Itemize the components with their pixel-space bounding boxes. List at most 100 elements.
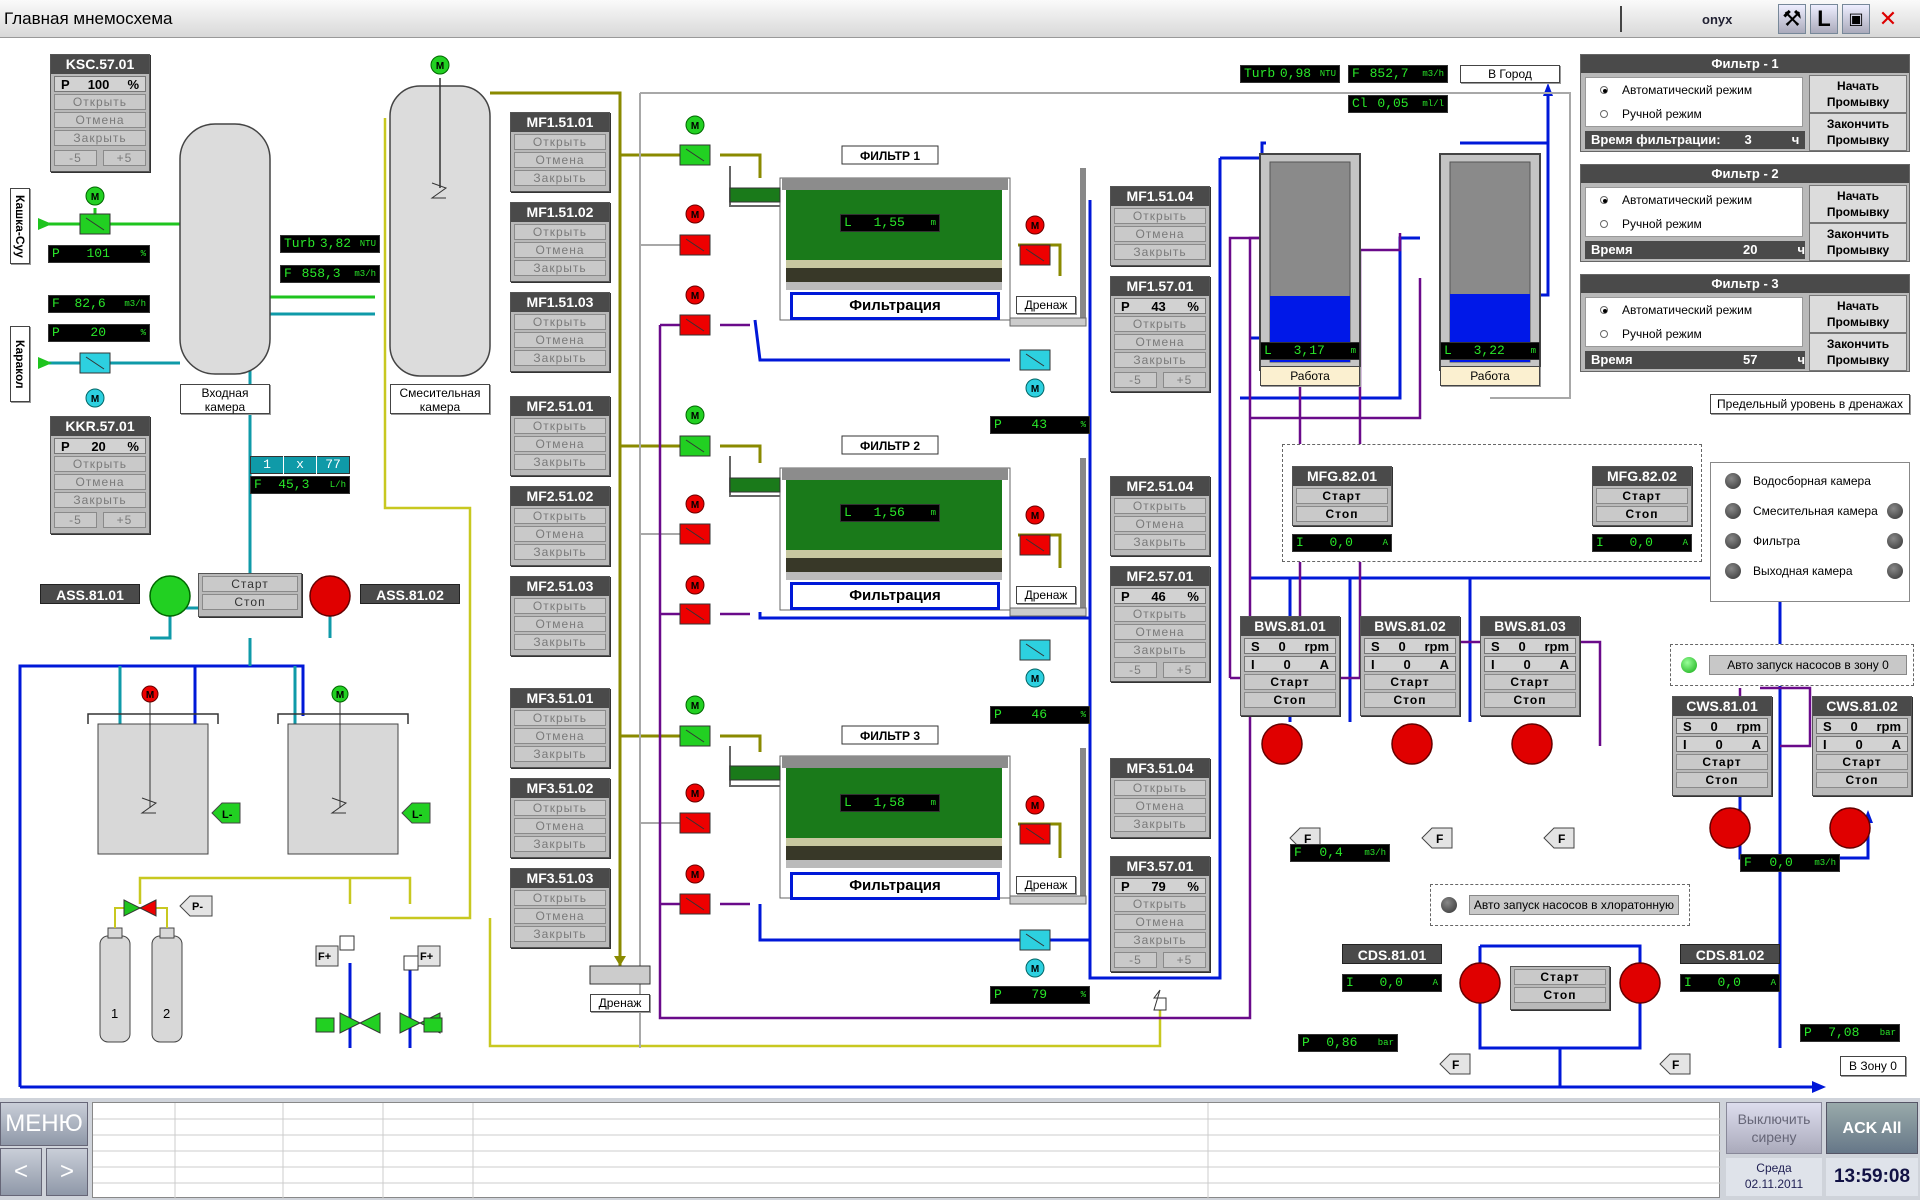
valve-minus5-button[interactable]: -5 xyxy=(1114,952,1157,968)
cds-start-button[interactable]: Старт xyxy=(1514,969,1606,985)
pump-stop-button[interactable]: Стоп xyxy=(1816,772,1908,788)
valve-close-button[interactable]: Закрыть xyxy=(1114,352,1206,368)
pump-start-button[interactable]: Старт xyxy=(1364,674,1456,690)
manual-mode-radio[interactable]: Ручной режим xyxy=(1586,102,1802,126)
valve-close-button[interactable]: Закрыть xyxy=(514,170,606,186)
pump-stop-button[interactable]: Стоп xyxy=(1484,692,1576,708)
auto-mode-radio[interactable]: Автоматический режим xyxy=(1586,188,1802,212)
valve-open-button[interactable]: Открыть xyxy=(1114,208,1206,224)
kkr-plus5-button[interactable]: +5 xyxy=(103,512,146,528)
pump-stop-button[interactable]: Стоп xyxy=(1364,692,1456,708)
valve-cancel-button[interactable]: Отмена xyxy=(1114,334,1206,350)
manual-mode-radio[interactable]: Ручной режим xyxy=(1586,322,1802,346)
menu-button[interactable]: МЕНЮ xyxy=(0,1102,88,1146)
valve-plus5-button[interactable]: +5 xyxy=(1163,952,1206,968)
valve-open-button[interactable]: Открыть xyxy=(514,224,606,240)
stop-wash-button[interactable]: Закончить Промывку xyxy=(1809,223,1907,261)
auto-mode-radio[interactable]: Автоматический режим xyxy=(1586,298,1802,322)
ksc-minus5-button[interactable]: -5 xyxy=(54,150,97,166)
pump-stop-button[interactable]: Стоп xyxy=(1676,772,1768,788)
valve-cancel-button[interactable]: Отмена xyxy=(514,728,606,744)
valve-open-button[interactable]: Открыть xyxy=(1114,316,1206,332)
valve-cancel-button[interactable]: Отмена xyxy=(514,242,606,258)
valve-cancel-button[interactable]: Отмена xyxy=(514,908,606,924)
mfg-82-01-stop-button[interactable]: Стоп xyxy=(1296,506,1388,522)
valve-open-button[interactable]: Открыть xyxy=(1114,606,1206,622)
valve-open-button[interactable]: Открыть xyxy=(1114,498,1206,514)
valve-open-button[interactable]: Открыть xyxy=(514,508,606,524)
valve-close-button[interactable]: Закрыть xyxy=(514,836,606,852)
stop-wash-button[interactable]: Закончить Промывку xyxy=(1809,333,1907,371)
valve-close-button[interactable]: Закрыть xyxy=(514,634,606,650)
auto-chlor-button[interactable]: Авто запуск насосов в хлоратонную xyxy=(1469,895,1679,915)
valve-close-button[interactable]: Закрыть xyxy=(1114,244,1206,260)
ass-stop-button[interactable]: Стоп xyxy=(202,594,298,610)
valve-close-button[interactable]: Закрыть xyxy=(514,454,606,470)
pump-start-button[interactable]: Старт xyxy=(1816,754,1908,770)
valve-cancel-button[interactable]: Отмена xyxy=(1114,798,1206,814)
start-wash-button[interactable]: Начать Промывку xyxy=(1809,185,1907,223)
valve-cancel-button[interactable]: Отмена xyxy=(1114,914,1206,930)
silence-siren-button[interactable]: Выключить сирену xyxy=(1726,1102,1822,1154)
valve-close-button[interactable]: Закрыть xyxy=(1114,816,1206,832)
ass-start-button[interactable]: Старт xyxy=(202,576,298,592)
valve-cancel-button[interactable]: Отмена xyxy=(1114,516,1206,532)
close-icon[interactable]: ✕ xyxy=(1878,6,1898,31)
auto-mode-radio[interactable]: Автоматический режим xyxy=(1586,78,1802,102)
manual-mode-radio[interactable]: Ручной режим xyxy=(1586,212,1802,236)
ksc-cancel-button[interactable]: Отмена xyxy=(54,112,146,128)
valve-plus5-button[interactable]: +5 xyxy=(1163,662,1206,678)
valve-close-button[interactable]: Закрыть xyxy=(1114,534,1206,550)
valve-close-button[interactable]: Закрыть xyxy=(514,350,606,366)
valve-open-button[interactable]: Открыть xyxy=(514,314,606,330)
valve-open-button[interactable]: Открыть xyxy=(514,134,606,150)
valve-close-button[interactable]: Закрыть xyxy=(514,260,606,276)
valve-open-button[interactable]: Открыть xyxy=(1114,780,1206,796)
pump-stop-button[interactable]: Стоп xyxy=(1244,692,1336,708)
valve-cancel-button[interactable]: Отмена xyxy=(514,616,606,632)
valve-cancel-button[interactable]: Отмена xyxy=(1114,624,1206,640)
valve-close-button[interactable]: Закрыть xyxy=(1114,642,1206,658)
valve-close-button[interactable]: Закрыть xyxy=(514,746,606,762)
next-button[interactable]: > xyxy=(46,1148,88,1196)
valve-open-button[interactable]: Открыть xyxy=(514,418,606,434)
auto-zone-button[interactable]: Авто запуск насосов в зону 0 xyxy=(1709,655,1907,675)
valve-cancel-button[interactable]: Отмена xyxy=(514,818,606,834)
valve-close-button[interactable]: Закрыть xyxy=(514,926,606,942)
valve-minus5-button[interactable]: -5 xyxy=(1114,662,1157,678)
ksc-plus5-button[interactable]: +5 xyxy=(103,150,146,166)
valve-close-button[interactable]: Закрыть xyxy=(1114,932,1206,948)
cds-stop-button[interactable]: Стоп xyxy=(1514,987,1606,1003)
valve-cancel-button[interactable]: Отмена xyxy=(514,526,606,542)
valve-close-button[interactable]: Закрыть xyxy=(514,544,606,560)
kkr-open-button[interactable]: Открыть xyxy=(54,456,146,472)
valve-cancel-button[interactable]: Отмена xyxy=(514,332,606,348)
pump-start-button[interactable]: Старт xyxy=(1676,754,1768,770)
mfg-82-01-start-button[interactable]: Старт xyxy=(1296,488,1388,504)
valve-open-button[interactable]: Открыть xyxy=(514,890,606,906)
pump-start-button[interactable]: Старт xyxy=(1244,674,1336,690)
valve-open-button[interactable]: Открыть xyxy=(1114,896,1206,912)
valve-minus5-button[interactable]: -5 xyxy=(1114,372,1157,388)
ksc-close-button[interactable]: Закрыть xyxy=(54,130,146,146)
l-button[interactable]: L xyxy=(1810,4,1838,34)
valve-open-button[interactable]: Открыть xyxy=(514,710,606,726)
mfg-82-02-stop-button[interactable]: Стоп xyxy=(1596,506,1688,522)
start-wash-button[interactable]: Начать Промывку xyxy=(1809,75,1907,113)
valve-open-button[interactable]: Открыть xyxy=(514,800,606,816)
pump-start-button[interactable]: Старт xyxy=(1484,674,1576,690)
mfg-82-02-start-button[interactable]: Старт xyxy=(1596,488,1688,504)
valve-cancel-button[interactable]: Отмена xyxy=(514,436,606,452)
stop-wash-button[interactable]: Закончить Промывку xyxy=(1809,113,1907,151)
wrench-icon[interactable]: ⚒ xyxy=(1778,4,1806,34)
valve-cancel-button[interactable]: Отмена xyxy=(1114,226,1206,242)
display-icon[interactable]: ▣ xyxy=(1842,4,1870,34)
start-wash-button[interactable]: Начать Промывку xyxy=(1809,295,1907,333)
kkr-cancel-button[interactable]: Отмена xyxy=(54,474,146,490)
ack-all-button[interactable]: ACK All xyxy=(1826,1102,1918,1154)
prev-button[interactable]: < xyxy=(0,1148,42,1196)
valve-plus5-button[interactable]: +5 xyxy=(1163,372,1206,388)
valve-cancel-button[interactable]: Отмена xyxy=(514,152,606,168)
ksc-open-button[interactable]: Открыть xyxy=(54,94,146,110)
valve-open-button[interactable]: Открыть xyxy=(514,598,606,614)
